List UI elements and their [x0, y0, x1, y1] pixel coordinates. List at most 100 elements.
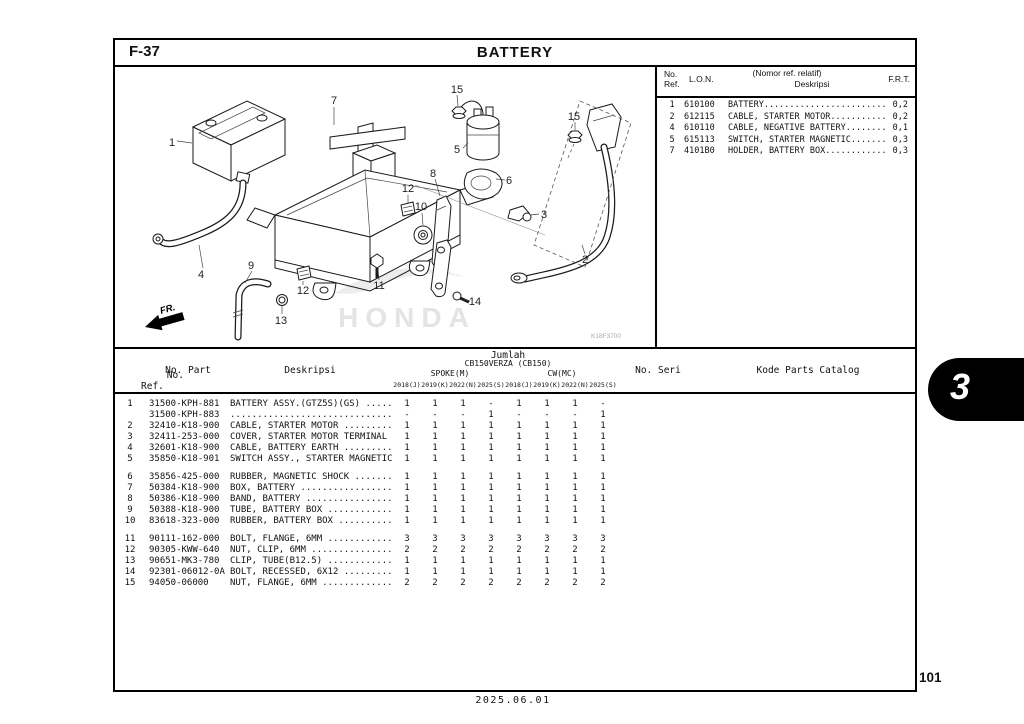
- callout-number: 10: [415, 201, 427, 213]
- parts-cell: -: [544, 410, 550, 420]
- parts-cell: 1: [460, 454, 466, 464]
- parts-cell: 1: [460, 421, 466, 431]
- parts-cell: -: [488, 399, 494, 409]
- reference-cell: 4: [669, 123, 675, 133]
- parts-cell: 1: [600, 421, 606, 431]
- parts-cell: 1: [572, 443, 578, 453]
- callout-number: 8: [430, 168, 436, 180]
- parts-cell: 1: [544, 443, 550, 453]
- reference-cell: 0,2: [892, 111, 908, 122]
- parts-cell: 1: [488, 472, 494, 482]
- parts-cell: ..............................: [230, 410, 393, 420]
- parts-cell: -: [432, 410, 438, 420]
- parts-cell: 1: [404, 421, 410, 431]
- parts-cell: 1: [488, 556, 494, 566]
- callout-number: 12: [402, 183, 414, 195]
- col-lon: L.O.N.: [689, 74, 714, 84]
- parts-cell: 1: [516, 432, 522, 442]
- parts-cell: 2: [488, 578, 494, 588]
- parts-cell: 9: [127, 505, 133, 515]
- parts-cell: 90111-162-000: [149, 534, 220, 544]
- parts-cell: BAND, BATTERY ................: [230, 494, 393, 504]
- parts-cell: 50386-K18-900: [149, 494, 220, 504]
- battery-box-tube-part: [232, 278, 272, 341]
- negative-cable-part: [152, 171, 251, 248]
- parts-cell: 1: [404, 432, 410, 442]
- reference-cell: 0,3: [892, 134, 908, 145]
- parts-cell: 1: [432, 556, 438, 566]
- parts-cell: 2: [432, 545, 438, 555]
- parts-cell: 2: [460, 545, 466, 555]
- parts-cell: 1: [600, 516, 606, 526]
- callout-number: 14: [469, 296, 481, 308]
- parts-cell: 31500-KPH-883: [149, 410, 220, 420]
- page-number: 101: [919, 670, 942, 685]
- reference-cell: HOLDER, BATTERY BOX............: [728, 146, 887, 156]
- parts-cell: 1: [404, 494, 410, 504]
- parts-cell: 1: [432, 516, 438, 526]
- parts-cell: 1: [572, 399, 578, 409]
- parts-cell: 90305-KWW-640: [149, 545, 220, 555]
- parts-cell: 2: [544, 545, 550, 555]
- parts-cell: 1: [432, 472, 438, 482]
- col-no-seri: No. Seri: [635, 365, 681, 376]
- parts-cell: 1: [404, 567, 410, 577]
- parts-cell: RUBBER, MAGNETIC SHOCK .......: [230, 472, 393, 482]
- col-kode-parts-catalog: Kode Parts Catalog: [756, 365, 860, 376]
- parts-cell: 1: [516, 483, 522, 493]
- callout-number: 3: [541, 209, 547, 221]
- stay-arm: [430, 239, 452, 298]
- parts-cell: 1: [516, 567, 522, 577]
- parts-cell: 1: [544, 421, 550, 431]
- col-spoke: SPOKE(M): [430, 369, 470, 378]
- reference-cell: CABLE, STARTER MOTOR...........: [728, 111, 887, 122]
- parts-cell: 1: [544, 505, 550, 515]
- parts-cell: 1: [572, 483, 578, 493]
- parts-cell: 12: [124, 545, 136, 555]
- callout-number: 6: [506, 175, 512, 187]
- nut-clip-part-a: [400, 201, 416, 217]
- parts-cell: 1: [600, 443, 606, 453]
- parts-cell: -: [600, 399, 606, 409]
- recessed-bolt-part: [452, 291, 470, 304]
- year-column-label: 2022(N): [561, 381, 589, 389]
- parts-cell: 1: [127, 399, 133, 409]
- parts-cell: 32410-K18-900: [149, 421, 220, 431]
- parts-cell: BOLT, RECESSED, 6X12 .........: [230, 567, 393, 577]
- parts-cell: 1: [460, 567, 466, 577]
- parts-cell: 8: [127, 494, 133, 504]
- col-desc-note: (Nomor ref. relatif): [752, 68, 822, 78]
- parts-cell: 1: [572, 454, 578, 464]
- reference-cell: 610110: [684, 123, 715, 133]
- parts-cell: BOLT, FLANGE, 6MM ............: [230, 534, 393, 544]
- parts-cell: 2: [488, 545, 494, 555]
- reference-cell: 1: [669, 100, 675, 110]
- parts-cell: 1: [516, 421, 522, 431]
- callout-number: 9: [248, 260, 254, 272]
- parts-cell: 1: [488, 454, 494, 464]
- watermark-text: HONDA: [338, 302, 476, 333]
- reference-cell: SWITCH, STARTER MAGNETIC.......: [728, 134, 887, 145]
- parts-cell: 2: [600, 578, 606, 588]
- parts-cell: 35856-425-000: [149, 472, 220, 482]
- parts-cell: 1: [572, 494, 578, 504]
- callout-number: 7: [331, 95, 337, 107]
- parts-cell: 2: [432, 578, 438, 588]
- parts-cell: 1: [488, 432, 494, 442]
- parts-cell: 1: [516, 556, 522, 566]
- year-column-label: 2019(K): [533, 381, 561, 389]
- parts-cell: 1: [404, 454, 410, 464]
- parts-cell: 1: [432, 483, 438, 493]
- year-column-label: 2025(S): [477, 381, 505, 389]
- reference-table-panel: No.Ref. L.O.N. (Nomor ref. relatif) Desk…: [655, 65, 915, 347]
- callout-number: 11: [373, 280, 384, 292]
- parts-row: 8 50386-K18-900 BAND, BATTERY ............…: [115, 494, 915, 505]
- section-tab-3[interactable]: 3: [928, 358, 1024, 421]
- year-column-label: 2022(N): [449, 381, 477, 389]
- dashed-leader: [566, 143, 575, 161]
